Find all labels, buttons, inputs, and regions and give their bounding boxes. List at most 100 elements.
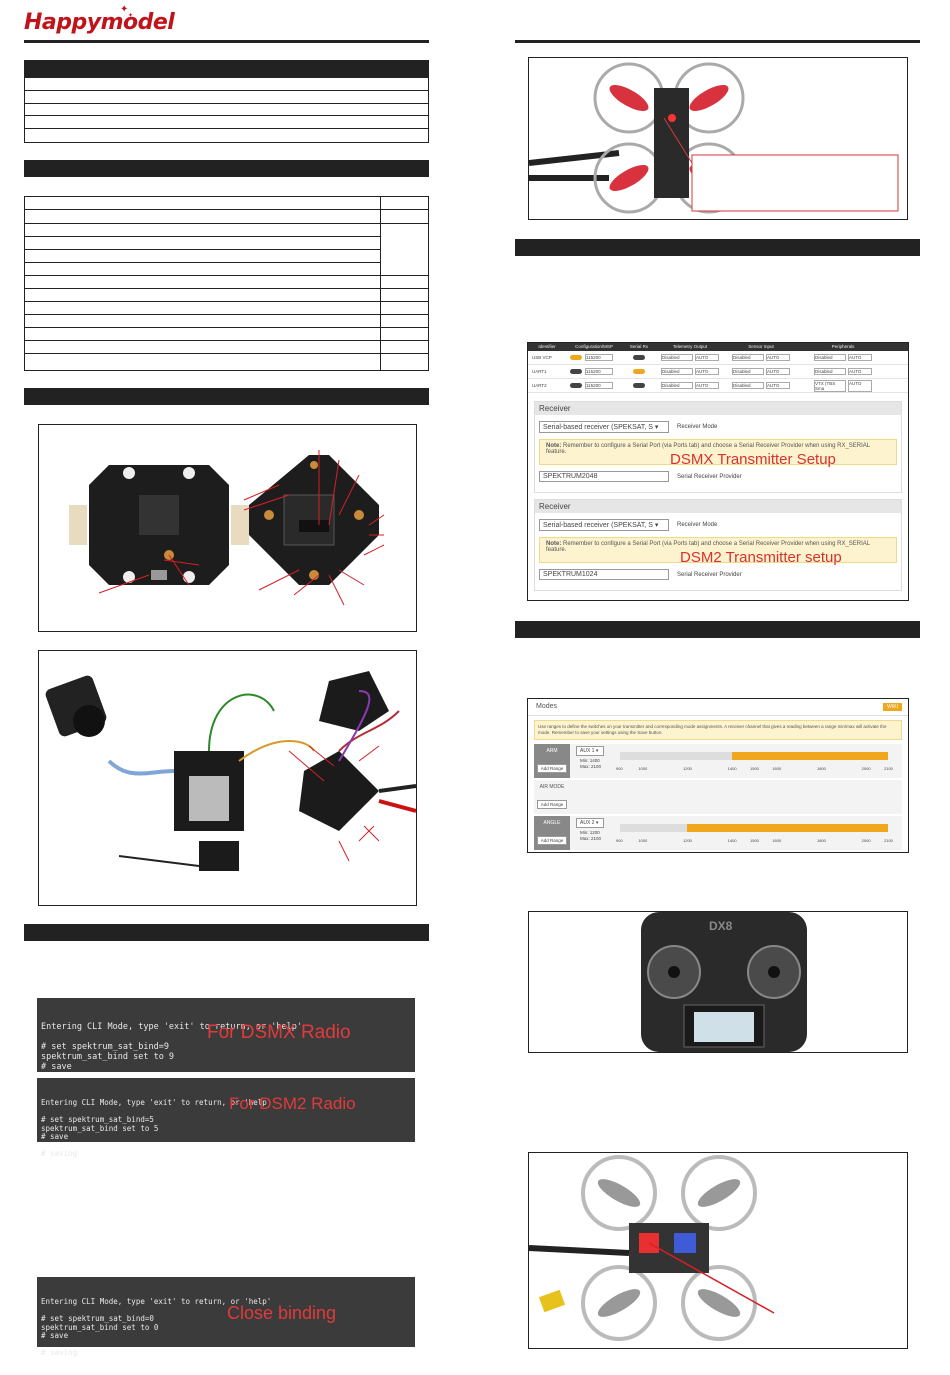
parts-table	[24, 196, 429, 371]
aux-select[interactable]: AUX 1 ▾	[576, 746, 604, 756]
table-row	[25, 250, 380, 263]
table-row	[25, 78, 428, 91]
telemetry-select[interactable]: Disabled	[661, 382, 693, 389]
range-max-label: Max: 2100	[580, 764, 602, 769]
peripherals-auto-select[interactable]: AUTO	[848, 368, 872, 375]
baud-select[interactable]: 115200	[585, 354, 613, 361]
receiver-mode-label: Receiver Mode	[677, 424, 718, 430]
msp-toggle[interactable]	[570, 383, 582, 388]
provider-select[interactable]: SPEKTRUM1024	[539, 569, 669, 580]
table-row	[25, 210, 428, 224]
peripherals-select[interactable]: Disabled	[814, 354, 846, 361]
add-range-button[interactable]: Add Range	[537, 800, 567, 809]
callout-box	[691, 154, 899, 212]
provider-label: Serial Receiver Provider	[677, 473, 742, 480]
telemetry-auto-select[interactable]: AUTO	[695, 368, 719, 375]
scale-tick: 2100	[884, 838, 893, 843]
ports-header-cell: Configuration/MSP	[575, 344, 613, 349]
cli-line: spektrum_sat_bind set to 0	[41, 1322, 159, 1332]
baud-select[interactable]: 115200	[585, 368, 613, 375]
sensor-select[interactable]: Disabled	[732, 354, 764, 361]
cli-box-dsmx: Entering CLI Mode, type 'exit' to return…	[37, 998, 415, 1092]
receiver-note: Note: Remember to configure a Serial Por…	[539, 537, 897, 566]
peripherals-auto-select[interactable]: AUTO	[848, 354, 872, 361]
ports-header-cell: Serial Rx	[629, 344, 649, 349]
receiver-mode-select[interactable]: Serial-based receiver (SPEKSAT, S ▾	[539, 519, 669, 531]
baud-select[interactable]: 115200	[585, 382, 613, 389]
peripherals-select[interactable]: Disabled	[814, 368, 846, 375]
table-row	[25, 341, 428, 354]
sensor-auto-select[interactable]: AUTO	[766, 354, 790, 361]
serial-rx-cell	[622, 355, 656, 360]
column-divider	[380, 197, 381, 370]
ports-header-cell: Peripherals	[831, 344, 855, 349]
add-range-button[interactable]: Add Range	[537, 764, 567, 773]
range-track[interactable]	[620, 752, 888, 760]
msp-cell: 115200	[566, 382, 622, 389]
sensor-auto-select[interactable]: AUTO	[766, 382, 790, 389]
telemetry-auto-select[interactable]: AUTO	[695, 354, 719, 361]
range-track[interactable]	[620, 824, 888, 832]
peripherals-auto-select[interactable]: AUTO	[848, 379, 872, 392]
cli-line: Entering CLI Mode, type 'exit' to return…	[41, 1022, 302, 1032]
cli-line: spektrum_sat_bind set to 9	[41, 1052, 175, 1062]
cli-lines: Entering CLI Mode, type 'exit' to return…	[41, 1297, 411, 1358]
cli-label-dsm2: For DSM2 Radio	[229, 1094, 356, 1113]
telemetry-auto-select[interactable]: AUTO	[695, 382, 719, 389]
wiring-photo	[38, 650, 417, 906]
scale-tick: 1200	[683, 766, 692, 771]
scale-tick: 1600	[772, 766, 782, 771]
cli-line: Entering CLI Mode, type 'exit' to return…	[41, 1297, 272, 1306]
serial-rx-cell	[622, 383, 656, 388]
msp-toggle[interactable]	[570, 355, 582, 360]
aux-select[interactable]: AUX 2 ▾	[576, 818, 604, 828]
note-label: Note:	[546, 541, 563, 547]
table-row	[25, 328, 428, 341]
sensor-select[interactable]: Disabled	[732, 382, 764, 389]
serial-rx-toggle[interactable]	[633, 355, 645, 360]
add-range-button[interactable]: Add Range	[537, 836, 567, 845]
section-bar-parts	[24, 160, 429, 177]
callout-lines	[98, 450, 385, 606]
drone-top-photo	[528, 57, 908, 220]
cli-line	[41, 1341, 411, 1350]
table-row	[25, 315, 428, 328]
cli-box-close: Entering CLI Mode, type 'exit' to return…	[37, 1277, 415, 1357]
provider-select[interactable]: SPEKTRUM2048	[539, 471, 669, 482]
msp-toggle[interactable]	[570, 369, 582, 374]
sensor-select[interactable]: Disabled	[732, 368, 764, 375]
scale-tick: 1400	[727, 766, 737, 771]
scale-tick: 1800	[817, 838, 826, 843]
modes-help: Use ranges to define the switches on you…	[534, 720, 902, 740]
scale-tick: 2000	[861, 838, 871, 843]
ports-header-cell: Identifier	[538, 344, 556, 349]
cli-line	[41, 1142, 411, 1151]
transmitter-brand: DX8	[709, 919, 733, 933]
port-identifier: UART1	[532, 369, 547, 374]
sensor-auto-select[interactable]: AUTO	[766, 368, 790, 375]
serial-rx-toggle[interactable]	[633, 369, 645, 374]
header-rule-left	[24, 40, 429, 43]
peripherals-select[interactable]: VTX (TBS Sma	[814, 379, 846, 392]
receiver-mode-row: Serial-based receiver (SPEKSAT, S ▾ Recei…	[539, 421, 897, 433]
telemetry-select[interactable]: Disabled	[661, 354, 693, 361]
scale-tick: 900	[616, 766, 623, 771]
receiver-mode-select[interactable]: Serial-based receiver (SPEKSAT, S ▾	[539, 421, 669, 433]
wiki-button[interactable]: WIKI	[883, 703, 902, 711]
telemetry-select[interactable]: Disabled	[661, 368, 693, 375]
receiver-board	[319, 671, 389, 731]
mode-name: ANGLE	[543, 820, 561, 826]
port-identifier: USB VCP	[532, 355, 552, 360]
serial-rx-toggle[interactable]	[633, 383, 645, 388]
mode-name-cell: ANGLE Add Range	[534, 816, 570, 850]
note-text: Remember to configure a Serial Port (via…	[546, 541, 870, 553]
